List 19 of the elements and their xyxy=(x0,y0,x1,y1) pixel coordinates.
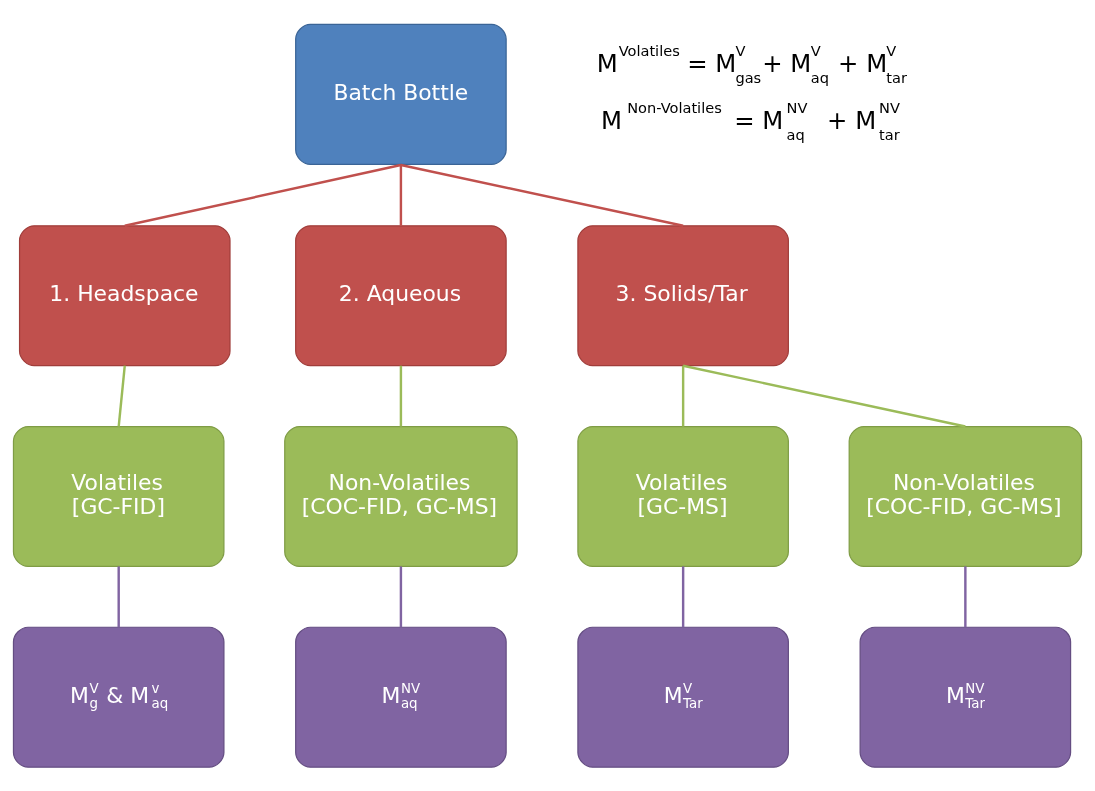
node-box: Volatiles [GC-MS] xyxy=(577,425,789,568)
connector xyxy=(400,163,684,227)
connector xyxy=(964,566,967,628)
connector xyxy=(399,165,403,226)
connector xyxy=(399,566,403,628)
connector xyxy=(681,566,685,628)
node-box: Volatiles [GC-FID] xyxy=(12,425,225,568)
node-box: 3. Solids/Tar xyxy=(577,225,789,367)
node-box: Batch Bottle xyxy=(295,23,507,165)
connector xyxy=(399,365,403,427)
connector xyxy=(681,365,685,427)
node-box: Non-Volatiles [COC-FID, GC-MS] xyxy=(848,425,1083,568)
node-box: 2. Aqueous xyxy=(295,225,507,367)
connector xyxy=(117,566,120,628)
node-box: Non-Volatiles [COC-FID, GC-MS] xyxy=(284,425,518,568)
connector xyxy=(117,365,126,427)
node-box: 1. Headspace xyxy=(18,225,231,367)
connector xyxy=(124,163,402,227)
connector xyxy=(682,364,966,428)
